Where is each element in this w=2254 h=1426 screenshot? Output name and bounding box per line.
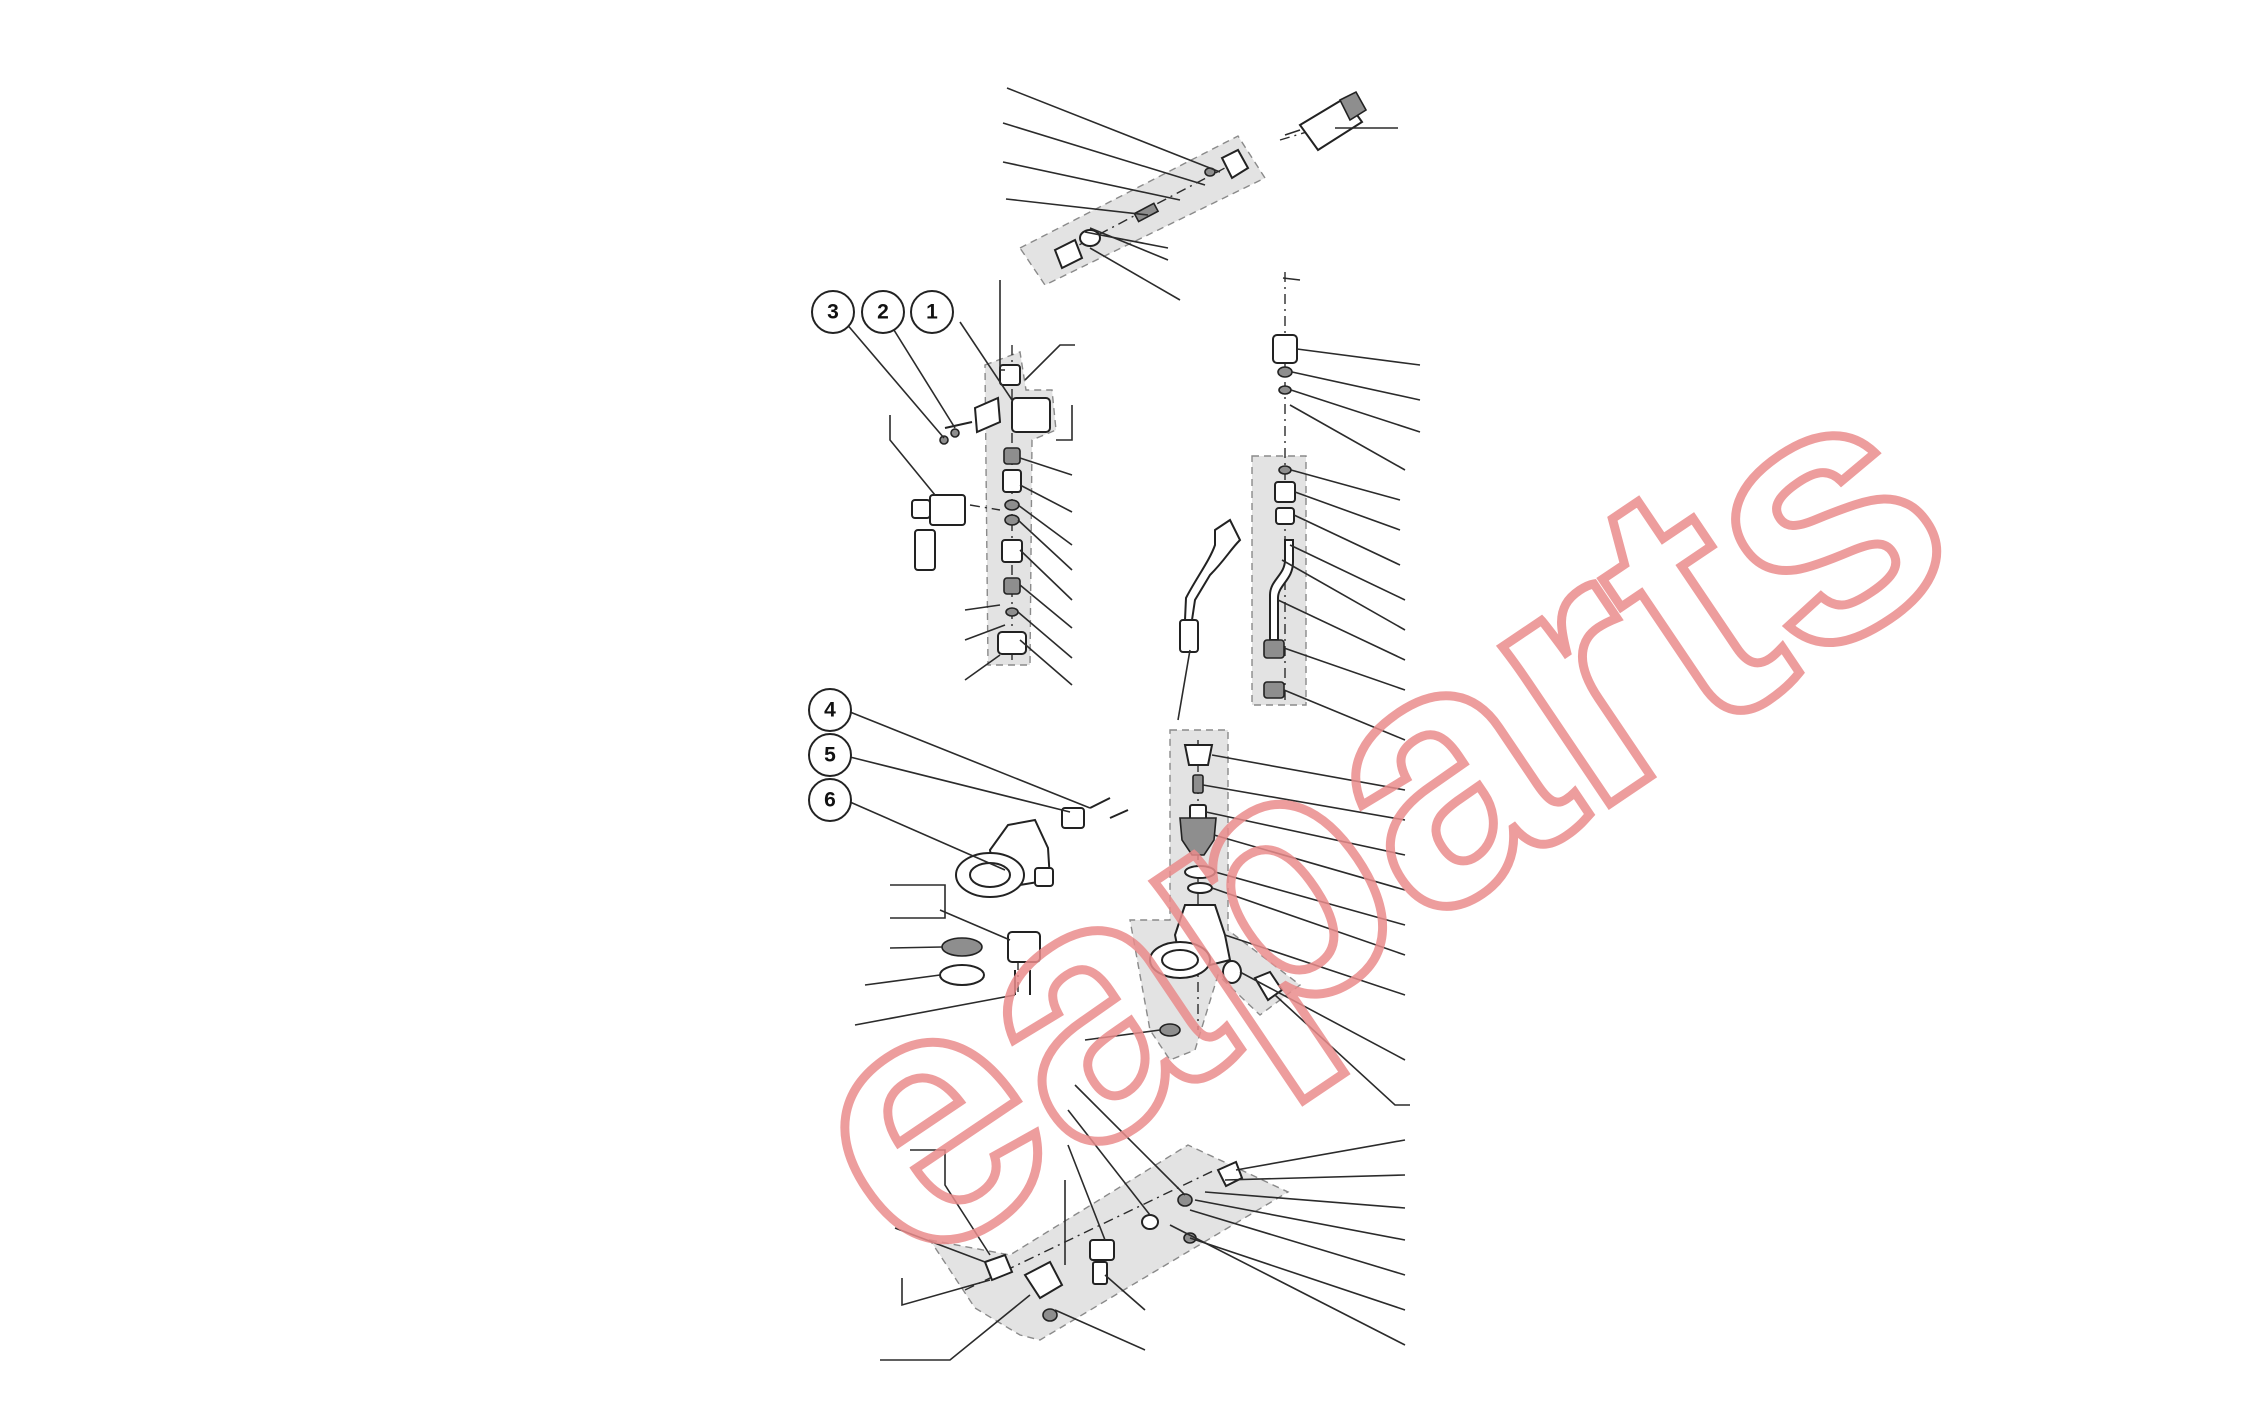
bracket-part (973, 396, 1002, 434)
fitting-upper-part (999, 364, 1021, 386)
callout-5: 5 (808, 733, 852, 777)
bottom-fitting-left-part (983, 1253, 1014, 1282)
nut-3-part (939, 435, 949, 445)
body-part (1275, 507, 1295, 525)
hose-end-part (1179, 619, 1199, 653)
pin-part (1192, 774, 1204, 794)
oring-1-part (1004, 499, 1020, 511)
callout-3: 3 (811, 290, 855, 334)
callout-6-label: 6 (824, 789, 836, 812)
ring-a-part (1277, 366, 1293, 378)
callout-4: 4 (808, 688, 852, 732)
elbow-fitting-part (1220, 148, 1250, 180)
nut-2-part (1003, 577, 1021, 595)
center-column-parts (1149, 744, 1284, 1037)
callout-4-label: 4 (824, 699, 836, 722)
group-head-part (1149, 904, 1232, 979)
stud-5-part (1109, 809, 1129, 819)
tee-fitting-part (1089, 1239, 1115, 1261)
valve-body-part (1011, 397, 1051, 433)
coupler-part (1001, 539, 1023, 563)
callout-2: 2 (861, 290, 905, 334)
left-column-parts (911, 364, 1051, 655)
flex-hose-part (1183, 518, 1242, 621)
left-group-assembly-parts (939, 797, 1129, 995)
oring-2-part (1004, 514, 1020, 526)
callout-6: 6 (808, 778, 852, 822)
leader-lines (844, 87, 1421, 1361)
bottom-valve-part (1023, 1260, 1064, 1300)
connector-part (1053, 238, 1084, 270)
side-fitting-part (1061, 807, 1085, 829)
sleeve-part (1002, 469, 1022, 493)
top-assembly-parts (1053, 90, 1368, 270)
lower-block-part (1007, 931, 1041, 963)
bottom-nut-part (1042, 1308, 1058, 1322)
callout-1: 1 (910, 290, 954, 334)
threaded-fitting-part (1253, 970, 1284, 1002)
screw-1-part (944, 421, 973, 429)
ring-c-part (1278, 465, 1292, 475)
left-group-head-part (955, 818, 1054, 898)
bottom-seal-part (1177, 1193, 1193, 1207)
washer-2-part (950, 428, 960, 438)
callout-3-label: 3 (827, 301, 839, 324)
callout-5-label: 5 (824, 744, 836, 767)
upper-nut-part (1272, 334, 1298, 364)
callout-1-label: 1 (926, 301, 938, 324)
bottom-ring-part (1141, 1214, 1159, 1230)
nozzle-part (1284, 90, 1368, 152)
pipe-nut-part (1263, 639, 1285, 659)
spring-part (1133, 202, 1160, 223)
right-column-parts (1179, 334, 1298, 699)
valve-cartridge-part (1179, 817, 1217, 856)
ring-b-part (1278, 385, 1292, 395)
callout-2-label: 2 (877, 301, 889, 324)
oring-3-part (1005, 607, 1019, 617)
solenoid-valve-part (911, 494, 966, 571)
nut-1-part (1003, 447, 1021, 465)
stud-4-part (1089, 797, 1111, 809)
collar-part (1274, 481, 1296, 503)
cap-part (1183, 744, 1214, 766)
watermark-text: eaparts (727, 291, 2015, 1342)
base-fitting-part (997, 631, 1027, 655)
callouts: 1 2 3 4 5 6 (808, 290, 954, 822)
tee-stem-part (1092, 1261, 1108, 1285)
